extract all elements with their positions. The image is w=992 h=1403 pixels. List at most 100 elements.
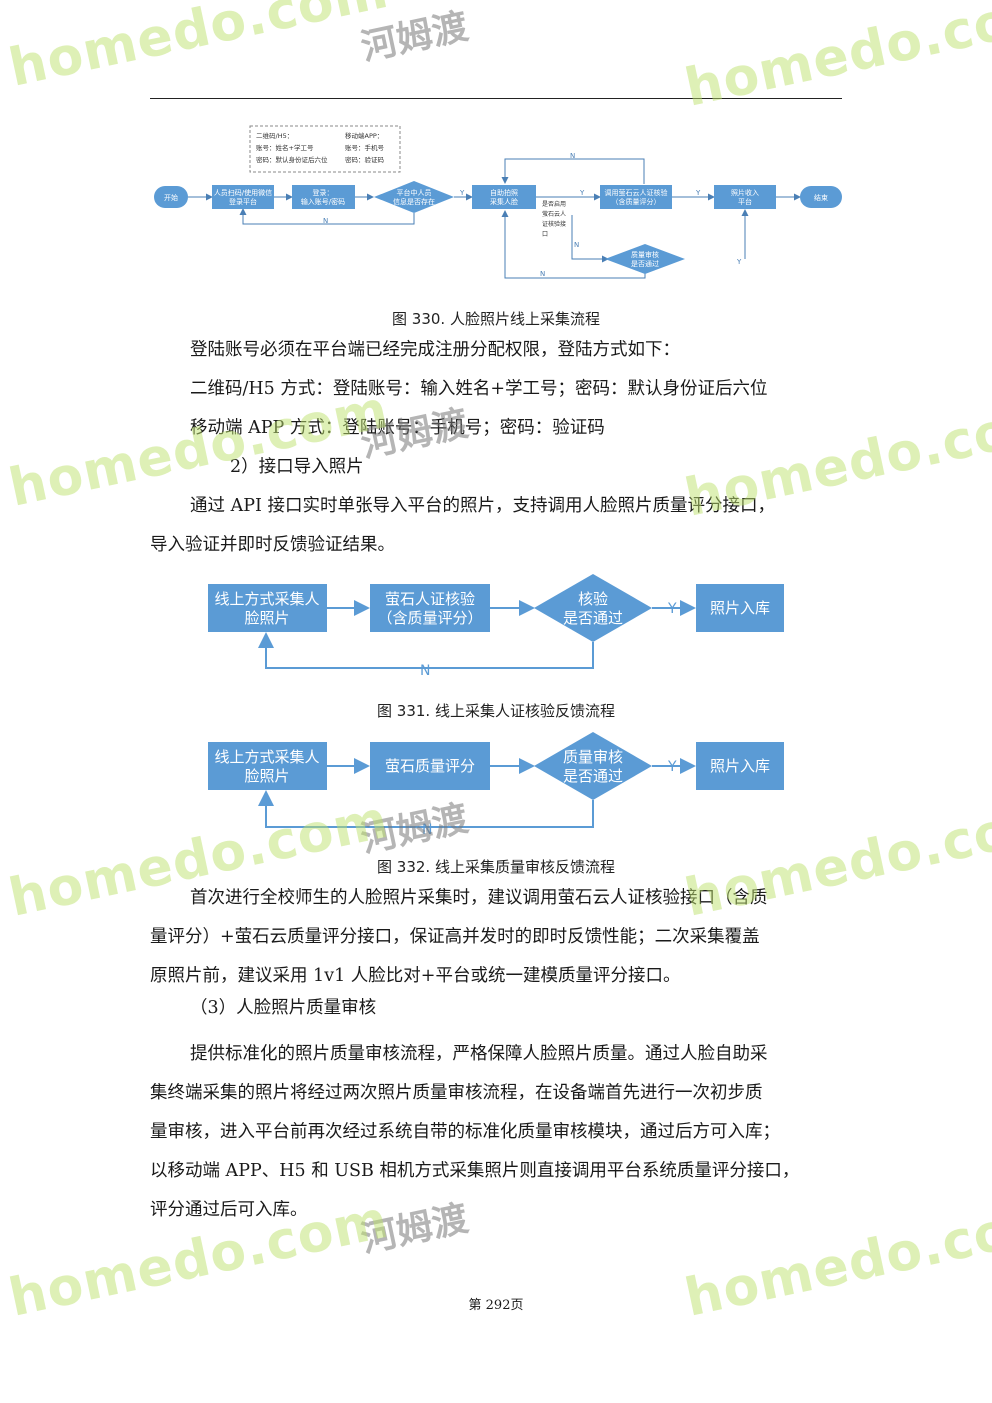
paragraph-login: 登陆账号必须在平台端已经完成注册分配权限，登陆方式如下： xyxy=(190,340,680,360)
photo-import-node xyxy=(714,185,776,209)
page-number: 第 292页 xyxy=(468,1298,524,1313)
side-note-line: 证核验接 xyxy=(542,220,566,228)
watermark-cn-text: 河姆渡 xyxy=(357,6,472,69)
side-note-line: 萤石云人 xyxy=(542,210,566,218)
no-label: N xyxy=(323,217,328,225)
quality-pass-decision xyxy=(534,732,652,800)
yes-label: Y xyxy=(459,189,465,197)
info-exists-decision xyxy=(374,181,454,213)
online-capture-box xyxy=(208,742,327,790)
photo-store-label: 照片入库 xyxy=(710,599,770,617)
yes-label: Y xyxy=(695,189,701,197)
photo-import-label: 平台 xyxy=(738,197,752,206)
side-note-line: 口 xyxy=(542,231,548,238)
paragraph-recommend-2: 量评分）+萤石云质量评分接口，保证高并发时的即时反馈性能；二次采集覆盖 xyxy=(150,927,760,947)
flowchart-332: 线上方式采集人 脸照片 萤石质量评分 质量审核 是否通过 照片入库 Y N xyxy=(208,732,784,838)
ys-verify-label: （含质量评分） xyxy=(612,197,661,206)
ys-id-verify-label: 萤石人证核验 xyxy=(385,590,475,608)
enter-credentials-label: 输入账号/密码 xyxy=(301,197,345,206)
paragraph-api-1: 通过 API 接口实时单张导入平台的照片，支持调用人脸照片质量评分接口， xyxy=(190,496,775,516)
info-exists-label: 信息是否存在 xyxy=(393,197,435,206)
login-note-box xyxy=(249,125,401,173)
ys-quality-score-box xyxy=(370,742,490,790)
ys-quality-score-label: 萤石质量评分 xyxy=(385,757,475,775)
photo-store-box xyxy=(696,584,784,632)
paragraph-quality-5: 评分通过后可入库。 xyxy=(150,1200,308,1220)
yes-label: Y xyxy=(667,601,677,617)
self-capture-label: 采集人脸 xyxy=(490,197,518,206)
no-label: N xyxy=(422,822,432,838)
heading-quality-review: （3）人脸照片质量审核 xyxy=(190,998,377,1018)
note-left-line: 密码：默认身份证后六位 xyxy=(256,155,328,164)
info-exists-label: 平台中人员 xyxy=(397,188,432,197)
flowchart-331: 线上方式采集人 脸照片 萤石人证核验 （含质量评分） 核验 是否通过 照片入库 … xyxy=(208,574,784,679)
watermark: homedo.com xyxy=(680,0,992,119)
verify-pass-label: 核验 xyxy=(578,590,608,608)
no-label: N xyxy=(540,270,545,278)
watermark-cn-text: 河姆渡 xyxy=(357,1198,472,1261)
self-capture-node xyxy=(472,185,536,209)
photo-store-label: 照片入库 xyxy=(710,757,770,775)
paragraph-quality-2: 集终端采集的照片将经过两次照片质量审核流程，在设备端首先进行一次初步质 xyxy=(150,1083,763,1103)
ys-verify-node xyxy=(600,185,672,209)
paragraph-recommend-3: 原照片前，建议采用 1v1 人脸比对+平台或统一建模质量评分接口。 xyxy=(150,966,681,986)
quality-review-label: 质量审核 xyxy=(631,250,659,259)
no-label: N xyxy=(570,152,575,160)
no-label: N xyxy=(574,241,579,249)
watermark-cn: 河姆渡 xyxy=(356,1189,472,1262)
paragraph-quality-3: 量审核，进入平台前再次经过系统自带的标准化质量审核模块，通过后方可入库； xyxy=(150,1122,780,1142)
paragraph-quality-4: 以移动端 APP、H5 和 USB 相机方式采集照片则直接调用平台系统质量评分接… xyxy=(150,1161,800,1181)
note-left-line: 账号：姓名+学工号 xyxy=(256,143,314,152)
quality-review-label: 是否通过 xyxy=(631,259,659,268)
verify-pass-decision xyxy=(534,574,652,642)
note-right-line: 账号：手机号 xyxy=(345,143,385,152)
online-capture-label: 线上方式采集人 xyxy=(214,748,319,766)
online-capture-label: 脸照片 xyxy=(244,609,289,627)
note-right-line: 移动端APP： xyxy=(345,131,383,140)
online-capture-label: 线上方式采集人 xyxy=(214,590,319,608)
paragraph-quality-1: 提供标准化的照片质量审核流程，严格保障人脸照片质量。通过人脸自助采 xyxy=(190,1044,768,1064)
caption-332: 图 332. 线上采集质量审核反馈流程 xyxy=(377,858,615,876)
heading-api-import: 2）接口导入照片 xyxy=(230,457,364,477)
scan-login-label: 人员扫码/使用微信 xyxy=(214,188,272,197)
note-right-line: 密码：验证码 xyxy=(345,155,385,164)
paragraph-qr-login: 二维码/H5 方式：登陆账号：输入姓名+学工号；密码：默认身份证后六位 xyxy=(190,379,768,399)
photo-import-label: 照片收入 xyxy=(731,188,759,197)
enter-credentials-node xyxy=(292,185,355,209)
quality-review-decision xyxy=(605,244,685,274)
paragraph-api-2: 导入验证并即时反馈验证结果。 xyxy=(150,535,395,555)
no-label: N xyxy=(420,663,430,679)
ys-verify-label: 调用萤石云人证核验 xyxy=(605,188,668,197)
watermark-brand: homedo.com xyxy=(680,0,992,119)
paragraph-app-login: 移动端 APP 方式：登陆账号：手机号；密码：验证码 xyxy=(190,418,605,438)
end-label: 结束 xyxy=(814,193,828,202)
paragraph-recommend-1: 首次进行全校师生的人脸照片采集时，建议调用萤石云人证核验接口（含质 xyxy=(190,888,768,908)
yes-label: Y xyxy=(667,759,677,775)
photo-store-box xyxy=(696,742,784,790)
quality-pass-label: 质量审核 xyxy=(563,748,623,766)
yes-label: Y xyxy=(736,258,742,266)
online-capture-label: 脸照片 xyxy=(244,767,289,785)
ys-id-verify-label: （含质量评分） xyxy=(377,609,482,627)
verify-pass-label: 是否通过 xyxy=(563,609,623,627)
watermark-cn: 河姆渡 xyxy=(356,0,472,71)
quality-pass-label: 是否通过 xyxy=(563,767,623,785)
yes-label: Y xyxy=(579,189,585,197)
scan-login-node xyxy=(212,185,274,209)
caption-331: 图 331. 线上采集人证核验反馈流程 xyxy=(377,702,615,720)
ys-id-verify-box xyxy=(370,584,490,632)
online-capture-box xyxy=(208,584,327,632)
enter-credentials-label: 登录： xyxy=(313,188,334,197)
end-node xyxy=(800,186,842,208)
flowchart-330: 二维码/H5： 账号：姓名+学工号 密码：默认身份证后六位 移动端APP： 账号… xyxy=(154,125,842,279)
watermark: homedo.com xyxy=(4,0,394,99)
header-rule xyxy=(150,98,842,99)
caption-330: 图 330. 人脸照片线上采集流程 xyxy=(392,310,600,328)
note-left-line: 二维码/H5： xyxy=(256,131,293,140)
side-note-line: 是否启用 xyxy=(542,200,566,208)
start-label: 开始 xyxy=(164,193,178,202)
watermark-brand: homedo.com xyxy=(4,0,394,99)
scan-login-label: 登录平台 xyxy=(229,197,257,206)
self-capture-label: 自助拍照 xyxy=(490,188,518,197)
start-node xyxy=(154,186,188,208)
